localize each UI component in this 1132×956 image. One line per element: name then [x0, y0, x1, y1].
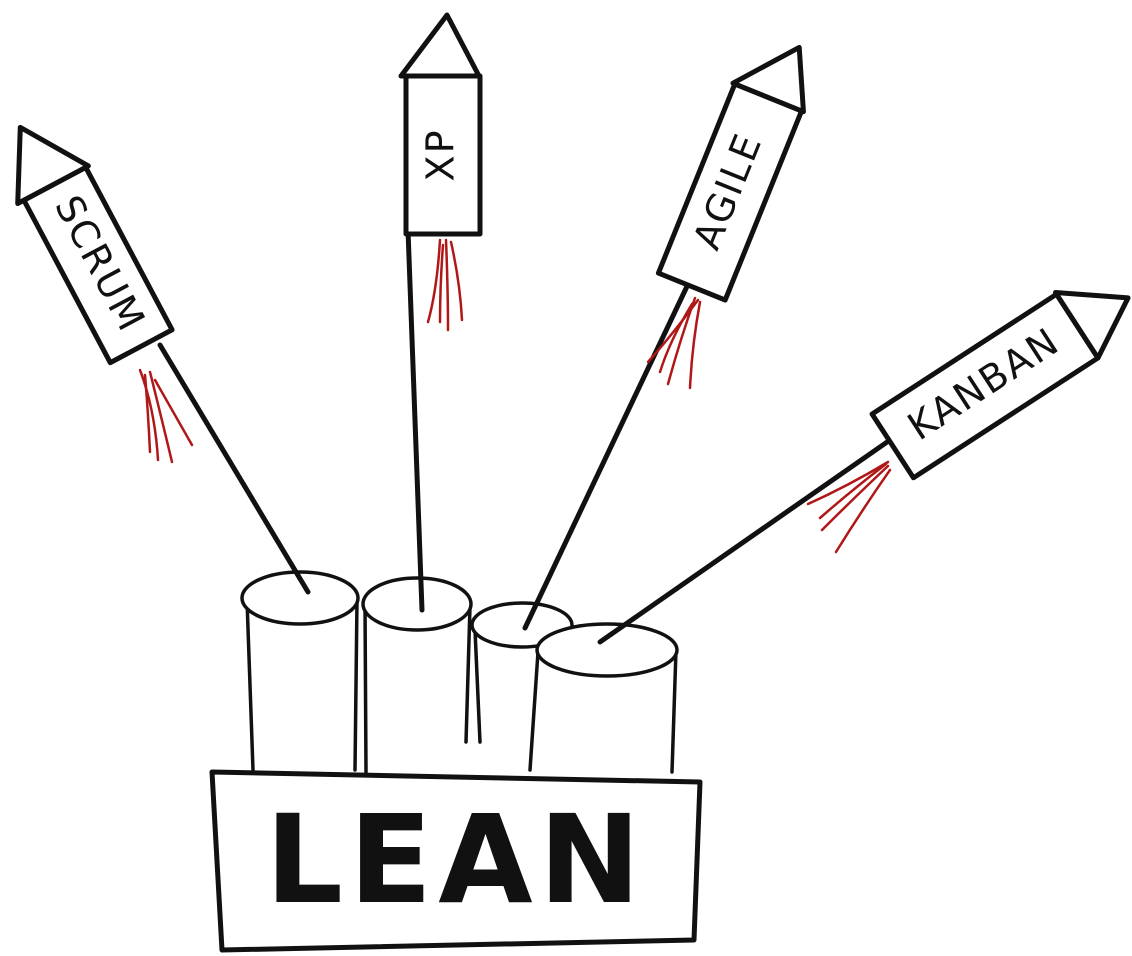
lean-base: LEAN — [212, 772, 700, 950]
rocket-label-xp: XP — [419, 129, 463, 182]
rocket-scrum: SCRUM — [0, 108, 175, 366]
rocket-stick-kanban — [600, 440, 890, 642]
rocket-stick-scrum — [160, 345, 308, 592]
launch-tube — [363, 578, 471, 772]
rocket-xp: XP — [401, 15, 480, 234]
launch-tube — [472, 603, 572, 742]
launch-tube — [530, 624, 677, 772]
rocket-kanban: KANBAN — [871, 261, 1132, 478]
rocket-stick-xp — [408, 230, 422, 610]
exhaust-sparks — [140, 240, 890, 552]
launch-tube — [242, 572, 358, 770]
base-label: LEAN — [265, 789, 647, 931]
spark-xp — [428, 240, 462, 330]
rocket-stick-agile — [525, 280, 690, 628]
rocket-agile: AGILE — [657, 29, 826, 300]
spark-kanban — [808, 462, 890, 552]
launch-tubes — [242, 572, 677, 772]
